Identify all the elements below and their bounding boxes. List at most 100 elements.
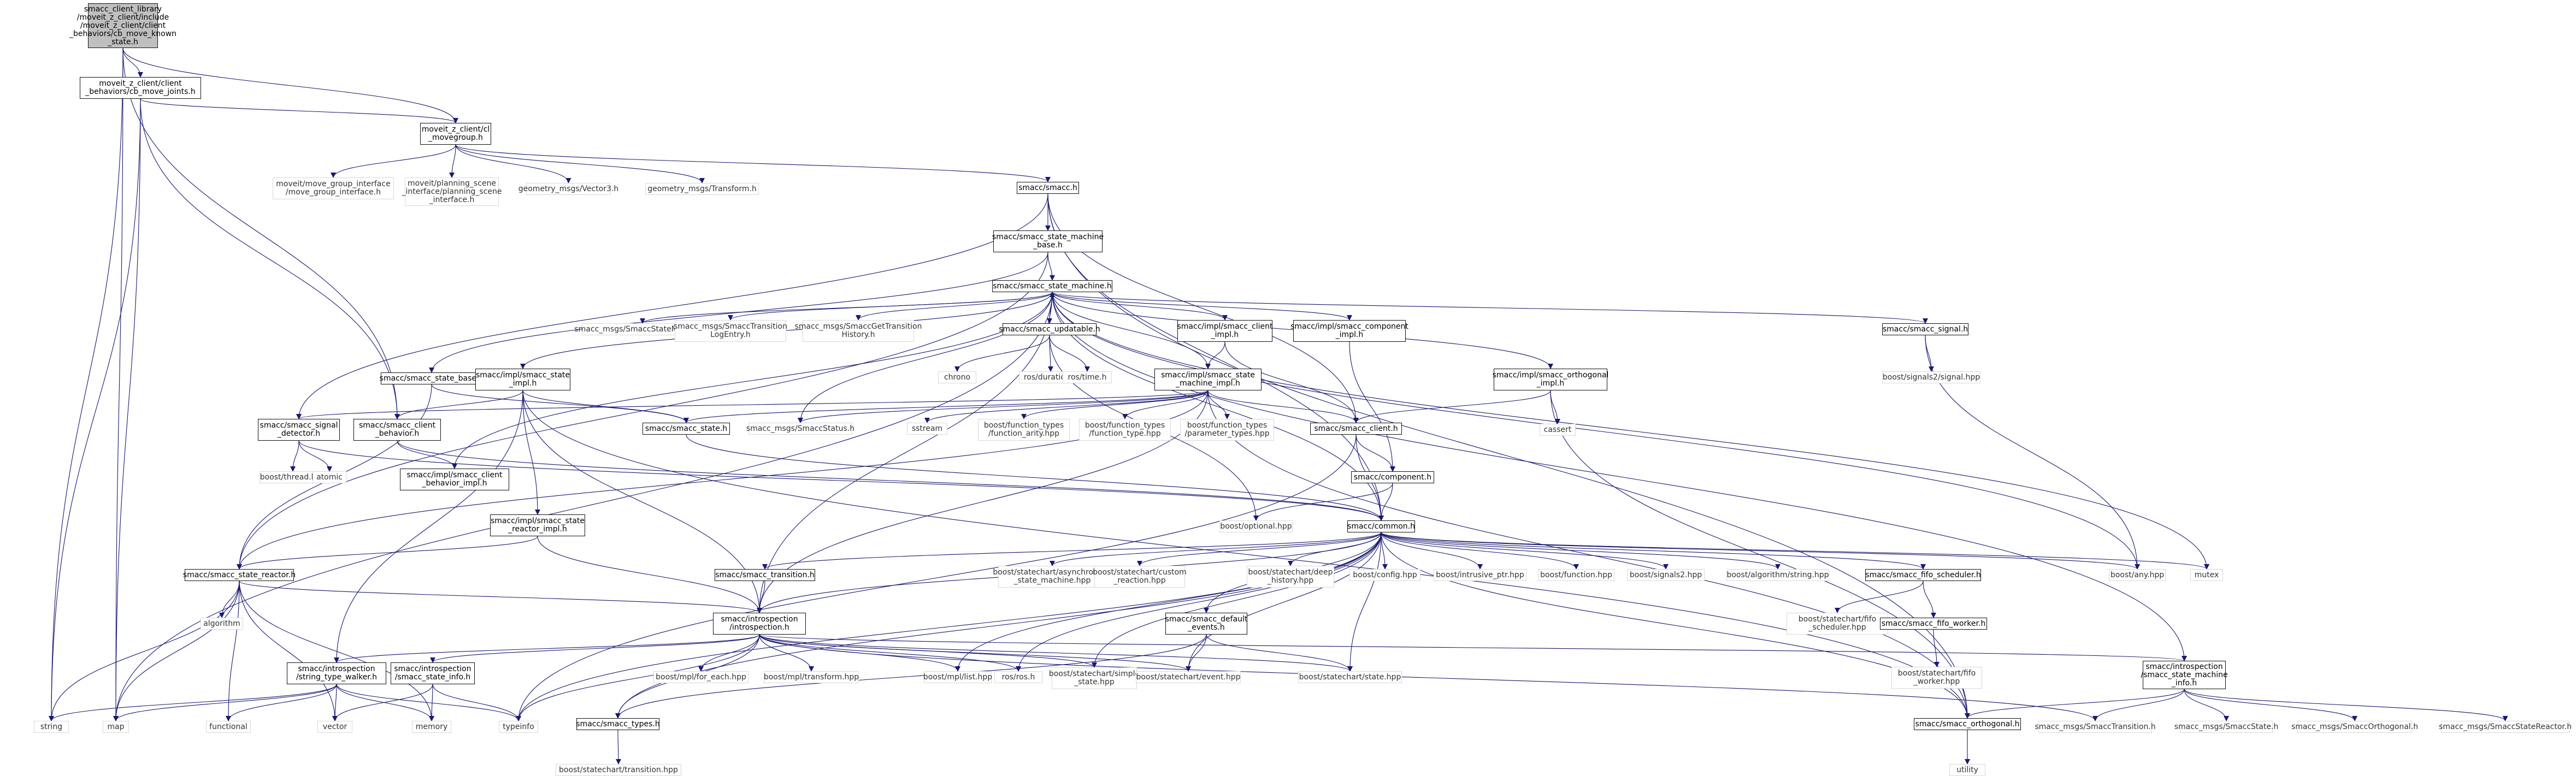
edge-state-impl-to-reactor-impl: [522, 390, 540, 515]
edge-common-to-algostring: [1381, 532, 1781, 570]
edge-sm-to-signal: [1052, 292, 1928, 324]
edge-fifo-sched-to-sc-fifo-sched: [1835, 580, 1924, 613]
node-function: boost/function.hpp: [1538, 569, 1614, 581]
node-fifo-worker: smacc/smacc_fifo_worker.h: [1880, 618, 1987, 630]
node-intrusive: boost/intrusive_ptr.hpp: [1434, 569, 1526, 581]
edge-type-walker-to-typeinfo: [336, 684, 521, 721]
node-sm-impl: smacc/impl/smacc_state _machine_impl.h: [1154, 369, 1262, 390]
edge-smacc-h-to-orthogonal: [1047, 193, 1970, 719]
edge-common-to-typeinfo: [516, 532, 1382, 721]
node-mgi: moveit/move_group_interface /move_group_…: [273, 177, 394, 199]
node-custom-reaction: boost/statechart/custom _reaction.hpp: [1093, 566, 1187, 588]
edge-sm-impl-to-state-h: [683, 390, 1209, 423]
edge-introspection-to-sm-info: [759, 634, 2186, 661]
edge-client-impl-to-sm-impl: [1205, 341, 1225, 369]
edge-common-to-state-hpp: [1347, 532, 1382, 672]
node-signals2: boost/signals2/signal.hpp: [1882, 371, 1980, 383]
node-signal: smacc/smacc_signal.h: [1882, 323, 1968, 335]
node-smacc-h: smacc/smacc.h: [1017, 182, 1079, 194]
node-event: boost/statechart/event.hpp: [1136, 671, 1241, 683]
edge-default-events-to-event: [1186, 634, 1207, 672]
edge-sm-info-to-orthogonal: [1965, 689, 2185, 719]
edge-component-impl-to-component: [1349, 341, 1395, 472]
edge-introspection-to-rosros: [759, 634, 1021, 672]
node-client-behavior: smacc/smacc_client _behavior.h: [353, 419, 441, 441]
edge-sm-impl-to-msg-status: [798, 390, 1209, 423]
edge-orth-impl-to-cassert: [1550, 390, 1560, 424]
node-smacc-types: smacc/smacc_types.h: [576, 718, 660, 730]
edge-sm-base-to-sm: [1047, 252, 1055, 281]
node-vector: vector: [317, 721, 352, 733]
edge-reactor-to-vector: [239, 580, 338, 721]
edge-type-walker-to-map: [113, 684, 337, 721]
edge-sig-detector-to-thread: [290, 440, 299, 472]
node-simple-state: boost/statechart/simple _state.hpp: [1049, 667, 1140, 689]
edge-common-to-signals2hpp: [1381, 532, 1669, 570]
edge-smacc-h-to-sig-detector: [296, 193, 1048, 419]
edge-sig-detector-to-atomic: [298, 440, 332, 472]
node-async-sm: boost/statechart/asynchronous _state_mac…: [993, 566, 1112, 588]
edge-common-to-rosros: [1016, 532, 1382, 672]
edge-fifo-sched-to-fifo-worker: [1923, 580, 1936, 618]
node-sm: smacc/smacc_state_machine.h: [992, 280, 1112, 292]
edge-transition-to-introspection: [757, 580, 765, 613]
node-vector3: geometry_msgs/Vector3.h: [518, 183, 618, 195]
edge-reactor-to-algorithm: [219, 580, 240, 618]
node-fn-params: boost/function_types /parameter_types.hp…: [1180, 419, 1274, 441]
node-sc-fifo-worker: boost/statechart/fifo _worker.hpp: [1891, 667, 1982, 689]
edge-updatable-to-chrono: [954, 335, 1050, 372]
node-atomic: atomic: [313, 471, 346, 483]
edge-introspection-to-typeinfo: [516, 634, 760, 721]
node-config: boost/config.hpp: [1349, 569, 1420, 581]
edge-reactor-to-introspection: [239, 580, 762, 613]
node-reactor: smacc/smacc_state_reactor.h: [183, 569, 296, 581]
node-cb-move-joints: moveit_z_client/client _behaviors/cb_mov…: [80, 77, 201, 99]
node-transform: geometry_msgs/Transform.h: [645, 183, 759, 195]
node-msg-orth: smacc_msgs/SmaccOrthogonal.h: [2291, 721, 2418, 733]
edge-movegroup-to-vector3: [455, 144, 571, 183]
edge-type-walker-to-string: [49, 684, 337, 721]
node-rostime: ros/time.h: [1063, 371, 1112, 383]
edge-movegroup-to-psi: [449, 144, 456, 178]
edge-sm-to-sm-impl: [1052, 292, 1211, 369]
edge-sm-to-introspection: [757, 292, 1053, 613]
edge-common-to-async-sm: [1050, 532, 1382, 566]
node-common: smacc/common.h: [1347, 520, 1415, 532]
node-state-hpp: boost/statechart/state.hpp: [1298, 671, 1402, 683]
node-client-h: smacc/smacc_client.h: [1310, 423, 1402, 435]
edge-client-h-to-typeinfo: [516, 434, 1357, 721]
edge-sm-impl-to-sstream: [924, 390, 1209, 423]
edge-root-to-client-behavior: [122, 48, 400, 419]
edge-state-impl-to-orthogonal: [522, 390, 1970, 719]
edge-common-to-mutex: [1381, 532, 2209, 570]
node-state-info: smacc/introspection /smacc_state_info.h: [391, 662, 475, 684]
node-mpl-list: boost/mpl/list.hpp: [923, 671, 992, 683]
edge-client-h-to-component: [1355, 434, 1395, 472]
edge-cb-move-joints-to-client-behavior: [140, 98, 400, 419]
edge-sm-impl-to-orthogonal: [1207, 390, 1970, 719]
edge-sm-to-component-impl: [1052, 292, 1352, 321]
node-msg-tle: smacc_msgs/SmaccTransition LogEntry.h: [674, 320, 787, 342]
edge-introspection-to-state-hpp: [759, 634, 1353, 672]
node-cb-impl: smacc/impl/smacc_client _behavior_impl.h: [400, 469, 509, 490]
edge-movegroup-to-transform: [455, 144, 705, 183]
edge-sm-to-msg-gth: [856, 292, 1053, 321]
edge-component-to-optional: [1253, 483, 1393, 521]
edge-sm-impl-to-fn-params: [1207, 390, 1230, 419]
node-memory: memory: [412, 721, 451, 733]
node-utility: utility: [1949, 764, 1985, 776]
edge-reactor-to-functional: [226, 580, 240, 721]
edge-introspection-to-event: [759, 634, 1191, 672]
node-cassert: cassert: [1540, 424, 1576, 436]
edge-signal-to-signals2: [1925, 335, 1934, 372]
node-state-h: smacc/smacc_state.h: [642, 423, 730, 435]
node-transition: smacc/smacc_transition.h: [715, 569, 815, 581]
edge-state-impl-to-client-behavior: [394, 390, 523, 419]
edge-reactor-to-map: [113, 580, 240, 721]
edge-common-to-custom-reaction: [1137, 532, 1382, 566]
node-component: smacc/component.h: [1351, 471, 1434, 483]
node-mpl-transform: boost/mpl/transform.hpp: [764, 671, 859, 683]
node-type-walker: smacc/introspection /string_type_walker.…: [287, 662, 386, 684]
node-msg-status: smacc_msgs/SmaccStatus.h: [746, 423, 854, 435]
